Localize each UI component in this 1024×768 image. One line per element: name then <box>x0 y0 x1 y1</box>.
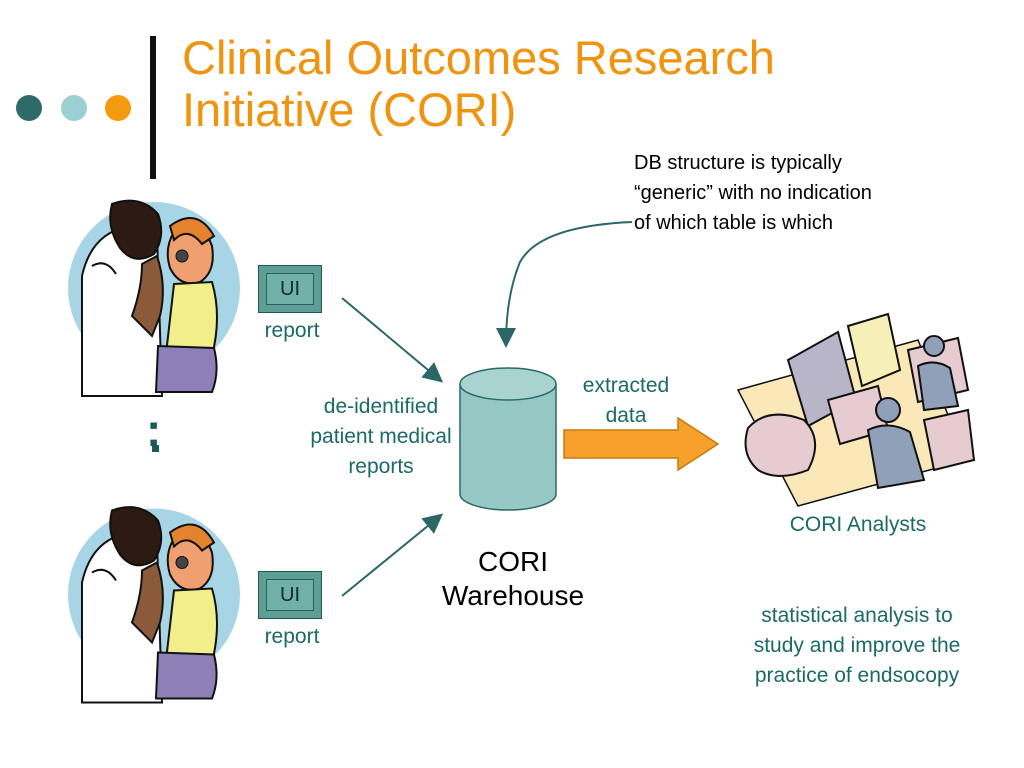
callout-arrow <box>496 221 633 348</box>
ui-report-label-top: UI <box>266 273 314 305</box>
analysts-name: CORI Analysts <box>789 513 927 536</box>
title-divider <box>150 36 156 179</box>
warehouse-name: CORI Warehouse <box>441 546 585 611</box>
ui-report-box-top: UI <box>258 265 322 313</box>
bullet-dot-3 <box>105 95 131 121</box>
analysts-icon <box>736 312 976 507</box>
output-label: extracted data <box>582 374 670 427</box>
arrow-bottom-report-to-warehouse <box>341 513 444 597</box>
db-structure-note: DB structure is typically “generic” with… <box>634 152 872 234</box>
doctor-patient-icon-bottom <box>68 506 240 704</box>
doctor-patient-icon-top <box>68 199 240 397</box>
slide-title: Clinical Outcomes Research Initiative (C… <box>182 31 775 136</box>
arrow-top-report-to-warehouse <box>341 297 444 383</box>
ui-report-caption-top: report <box>264 319 320 342</box>
ui-report-box-bottom: UI <box>258 571 322 619</box>
ellipsis-marker-2 <box>152 445 159 452</box>
output-arrow <box>563 416 720 472</box>
ellipsis-marker: : <box>146 404 162 456</box>
ui-report-caption-bottom: report <box>264 625 320 648</box>
warehouse-cylinder <box>459 367 557 511</box>
analysts-purpose: statistical analysis to study and improv… <box>753 604 961 687</box>
bullet-dot-2 <box>61 95 87 121</box>
bullet-dot-1 <box>16 95 42 121</box>
input-label: de-identified patient medical reports <box>310 395 452 478</box>
ui-report-label-bottom: UI <box>266 579 314 611</box>
